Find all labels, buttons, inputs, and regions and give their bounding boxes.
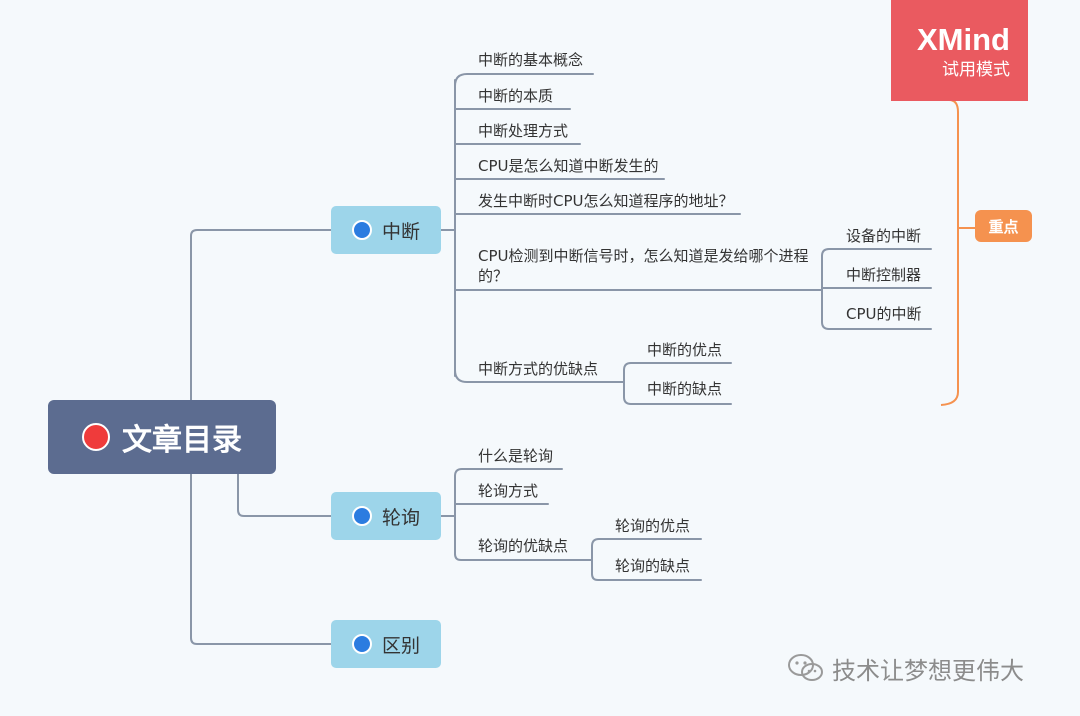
xmind-trial-banner: XMind 试用模式 (891, 0, 1028, 101)
connector-root-polling (237, 473, 332, 517)
wechat-icon (788, 654, 823, 681)
branch-difference[interactable]: 区别 (331, 620, 441, 668)
root-marker-icon (82, 423, 110, 451)
summary-callout[interactable]: 重点 (975, 210, 1032, 242)
connector-root-difference (190, 473, 332, 645)
xmind-logo-text: XMind (917, 22, 1010, 57)
connector-root-interrupt (190, 229, 332, 401)
topic-polling-pros[interactable]: 轮询的优点 (615, 517, 691, 535)
topic-polling-cons[interactable]: 轮询的缺点 (615, 557, 691, 575)
topic-interrupt-cons[interactable]: 中断的缺点 (647, 380, 723, 398)
topic-interrupt-concept[interactable]: 中断的基本概念 (478, 51, 584, 69)
branch-difference-label: 区别 (381, 634, 420, 657)
branch-marker-icon (351, 634, 372, 654)
connector-interrupt-spine (439, 79, 456, 377)
root-topic[interactable]: 文章目录 (48, 400, 276, 474)
watermark: 技术让梦想更伟大 (786, 650, 1024, 686)
trial-mode-text: 试用模式 (942, 60, 1010, 80)
topic-program-address[interactable]: 发生中断时CPU怎么知道程序的地址？ (478, 192, 734, 210)
topic-cpu-detect[interactable]: CPU是怎么知道中断发生的 (478, 157, 659, 175)
branch-interrupt[interactable]: 中断 (331, 206, 441, 254)
topic-polling-method[interactable]: 轮询方式 (478, 482, 539, 500)
branch-polling-label: 轮询 (381, 506, 420, 529)
branch-marker-icon (351, 220, 372, 240)
root-topic-label: 文章目录 (122, 423, 242, 458)
watermark-text: 技术让梦想更伟大 (832, 656, 1024, 685)
topic-interrupt-controller[interactable]: 中断控制器 (846, 266, 922, 284)
branch-marker-icon (351, 506, 372, 526)
topic-interrupt-handling[interactable]: 中断处理方式 (478, 122, 569, 140)
branch-polling[interactable]: 轮询 (331, 492, 441, 540)
topic-polling-pros-cons[interactable]: 轮询的优缺点 (478, 537, 569, 555)
summary-callout-label: 重点 (988, 217, 1019, 236)
summary-bracket (940, 99, 975, 406)
branch-interrupt-label: 中断 (381, 220, 420, 243)
topic-interrupt-pros-cons[interactable]: 中断方式的优缺点 (478, 360, 599, 378)
topic-cpu-interrupt[interactable]: CPU的中断 (846, 305, 922, 323)
topic-interrupt-essence[interactable]: 中断的本质 (478, 87, 554, 105)
topic-which-process[interactable]: CPU检测到中断信号时，怎么知道是发给哪个进程的？ (478, 247, 809, 285)
topic-what-is-polling[interactable]: 什么是轮询 (478, 447, 554, 465)
topic-interrupt-pros[interactable]: 中断的优点 (647, 341, 723, 359)
topic-device-interrupt[interactable]: 设备的中断 (846, 227, 922, 245)
